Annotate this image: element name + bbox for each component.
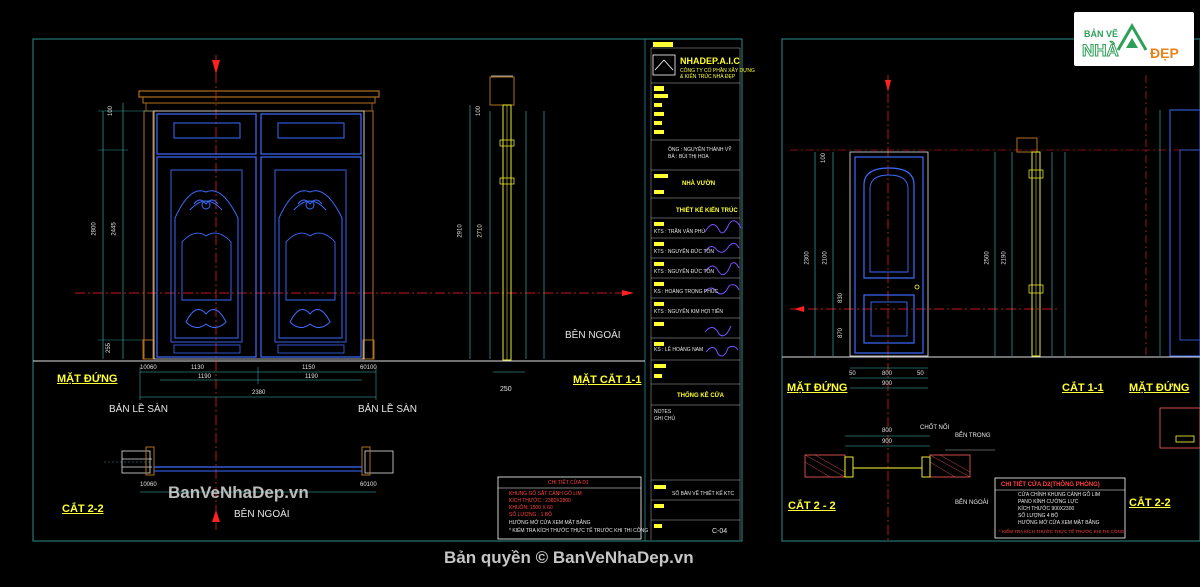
d2-dim-sec-h2: 2190	[1001, 251, 1008, 265]
design-title: THIẾT KẾ KIẾN TRÚC	[676, 208, 738, 214]
dim-height-total: 2800	[91, 222, 98, 236]
sheet2-elevation-b-title: MẶT ĐỨNG	[1129, 382, 1190, 394]
detail1-footnote: * KIỂM TRA KÍCH THƯỚC THỰC TẾ TRƯỚC KHI …	[509, 528, 649, 534]
dim-edge-right: 60100	[360, 365, 377, 371]
logo-line1: BẢN VẼ	[1084, 29, 1119, 39]
person-4: KS : HOÀNG TRỌNG PHÚC	[654, 289, 719, 295]
dim-plan-right: 60100	[360, 482, 377, 488]
detail1-row: HƯỚNG MỞ CỬA XEM MẶT BẰNG	[509, 520, 591, 526]
person-1: KTS : TRẦN VĂN PHÚ	[654, 229, 706, 235]
dim-sec-bottom: 250	[500, 386, 512, 393]
sheet2-frame	[781, 38, 1200, 542]
d2-dim-h-mid: 2100	[822, 251, 829, 265]
d2-dim-w-total: 900	[882, 381, 893, 387]
sheet2-detail-box	[994, 477, 1126, 539]
detail2-row: SỐ LƯỢNG 4 BỘ	[1018, 513, 1059, 519]
logo-brand-b: ĐẸP	[1150, 45, 1179, 61]
company-sub2: & KIẾN TRÚC NHÀ ĐẸP	[680, 74, 736, 80]
dim-height-top: 100	[108, 105, 115, 117]
detail2-row: CỬA CHÍNH KHUNG CÁNH GỖ LIM	[1018, 492, 1101, 498]
detail2-row: KÍCH THƯỚC 900X2300	[1018, 506, 1075, 512]
logo-brand-a: NHÀ	[1082, 41, 1120, 60]
d2-dim-sec-h1: 2500	[984, 251, 991, 265]
person-6: KS : LÊ HOÀNG NAM	[654, 347, 704, 353]
detail1-row: KÍCH THƯỚC : 2380X2800	[509, 498, 571, 504]
dim-leaf-left-in: 1190	[198, 374, 211, 380]
detail2-row: HƯỚNG MỞ CỬA XEM MẶT BẰNG	[1018, 520, 1100, 526]
dim-total-width: 2380	[252, 390, 266, 396]
dim-edge-left: 10060	[140, 365, 157, 371]
detail1-row: SỐ LƯỢNG : 1 BỘ	[509, 512, 553, 518]
sheet2-section-11-title: CẮT 1-1	[1062, 382, 1104, 394]
sheet1-frame	[32, 38, 743, 542]
detail1-row: KHUNG GỖ SẮT CÁNH GỖ LIM	[509, 491, 582, 497]
owner-line1: ÔNG : NGUYỄN THÀNH VỸ	[668, 147, 732, 153]
dim-sec-h1: 2910	[457, 224, 464, 238]
inside-label: BÊN TRONG	[955, 433, 991, 439]
outside-label: BÊN NGOÀI	[955, 500, 989, 506]
house-icon	[1116, 23, 1148, 51]
detail2-footnote: * KIỂM TRA KÍCH THƯỚC THỰC TẾ TRƯỚC KHI …	[999, 529, 1125, 534]
d2-dim-h-top: 100	[821, 152, 828, 164]
d2-dim-w-edge-r: 50	[917, 371, 924, 377]
dim-leaf-right-in: 1190	[305, 374, 318, 380]
detail1-title: CHI TIẾT CỬA D1	[548, 480, 589, 486]
d2-dim-h-low: 870	[838, 327, 845, 339]
d2-dim-w-inner: 800	[882, 371, 893, 377]
detail1-row: KHUÔN: 1500 X 60	[509, 505, 553, 511]
d2-dim-w-edge-l: 50	[849, 371, 856, 377]
dim-sec-h2: 2710	[477, 224, 484, 238]
sheet2-elevation-a-title: MẶT ĐỨNG	[787, 382, 848, 394]
company-name: NHADEP.A.I.C	[680, 56, 740, 66]
d2-plan-w2: 900	[882, 439, 893, 445]
sheet2-section-22b-title: CẮT 2-2	[1129, 497, 1171, 509]
site-logo[interactable]: BẢN VẼ NHÀ ĐẸP	[1074, 12, 1194, 66]
company-sub1: CÔNG TY CỔ PHẦN XÂY DỰNG	[680, 68, 755, 74]
watermark-footer: Bản quyền © BanVeNhaDep.vn	[444, 548, 694, 567]
sheet1-elevation-title: MẶT ĐỨNG	[57, 373, 118, 385]
dim-leaf-right: 1150	[302, 365, 315, 371]
sheet-code: C-04	[712, 528, 728, 535]
dim-sec-top: 100	[476, 105, 483, 117]
project-name: NHÀ VƯỜN	[682, 181, 716, 187]
watermark-inline: BanVeNhaDep.vn	[168, 483, 309, 502]
sheet1-section-11-title: MẶT CẮT 1-1	[573, 374, 642, 386]
notes-sub: GHI CHÚ	[654, 416, 676, 422]
person-5: KTS : NGUYỄN KIM HỢI TIẾN	[654, 309, 723, 315]
sheet2-section-22a-title: CẮT 2 - 2	[788, 500, 836, 512]
d2-dim-h-total: 2300	[804, 251, 811, 265]
dim-height-door: 2445	[111, 222, 118, 236]
owner-line2: BÀ : BÙI THỊ HOA	[668, 154, 709, 160]
sheet1-section-22-title: CẮT 2-2	[62, 503, 104, 515]
person-2: KTS : NGUYỄN ĐỨC TÔN	[654, 249, 715, 255]
d2-dim-h-sub: 830	[838, 292, 845, 304]
outside-plan-label: BÊN NGOÀI	[234, 509, 290, 520]
dim-height-bottom: 255	[106, 342, 113, 354]
drawing-no: SỐ BẢN VẼ THIẾT KẾ KTC	[672, 491, 735, 497]
sheet1-titleblock-frame	[644, 38, 743, 542]
dim-plan-left: 10060	[140, 482, 157, 488]
person-3: KTS : NGUYỄN ĐỨC TÔN	[654, 269, 715, 275]
notes-head: NOTES	[654, 409, 672, 415]
d2-plan-w1: 800	[882, 428, 893, 434]
outside-section-label: BÊN NGOÀI	[565, 330, 621, 341]
hinge-left-label: BẢN LỀ SÀN	[109, 404, 168, 415]
lock-label: CHỐT NỐI	[920, 425, 950, 431]
detail2-row: PANO KÍNH CƯỜNG LỰC	[1018, 499, 1079, 505]
hinge-right-label: BẢN LỀ SÀN	[358, 404, 417, 415]
detail2-title: CHI TIẾT CỬA D2(THÔNG PHÒNG)	[1001, 482, 1100, 488]
drawing-name: THỐNG KÊ CỬA	[677, 393, 724, 399]
dim-leaf-left: 1130	[191, 365, 204, 371]
